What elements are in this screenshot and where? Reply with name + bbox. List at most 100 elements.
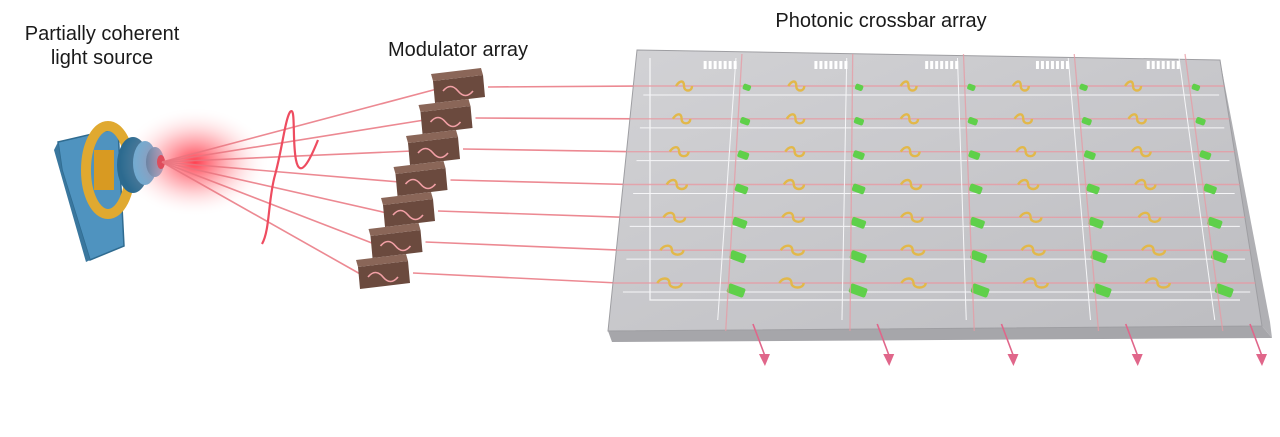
bond-pad [1065,61,1069,69]
source-plate-side [54,142,90,262]
directional-coupler [1013,113,1034,125]
crossbar-array-label: Photonic crossbar array [775,10,987,32]
directional-coupler [668,145,690,158]
modulator-body [358,261,410,289]
modulator-body [433,75,485,103]
electrode-column [841,57,848,321]
phase-shifter [854,83,864,91]
directional-coupler [1018,211,1043,224]
phase-shifter [850,216,867,229]
beam-glow [120,107,270,217]
source-tab [94,150,114,190]
modulator [356,254,410,289]
waveguide-column [849,53,854,332]
modulator-top [381,192,433,205]
modulator-top [393,161,446,174]
waveguide-column [1073,53,1100,332]
bond-pad [834,61,838,69]
directional-coupler [1134,178,1157,191]
bond-pad [1040,61,1044,69]
source-beam [161,150,413,163]
bond-pad [945,61,949,69]
phase-shifter [849,250,867,264]
bond-pad [930,61,934,69]
bond-pad [844,61,848,69]
modulator-beam [450,179,629,186]
bond-pad [1156,61,1160,69]
waveguide-column [962,53,975,332]
bond-pad [713,61,717,69]
modulator-wave-icon [367,271,399,283]
modulator-wave-icon [392,209,424,221]
phase-shifter [1210,250,1228,264]
modulator-beam [425,241,622,251]
bond-pad [1050,61,1054,69]
phase-shifter [734,183,749,195]
modulator-wave-icon [417,147,449,159]
modulator-beam [475,117,635,120]
modulator-wave-icon [429,116,462,128]
bond-pad [1171,61,1175,69]
modulator [393,161,448,196]
modulator [381,192,435,227]
modulator-wave-icon [442,85,474,97]
directional-coupler [899,178,923,191]
electrode-column [717,57,737,321]
directional-coupler [662,211,687,224]
modulator-beam [462,148,632,153]
bond-pad [733,61,737,69]
phase-shifter [970,250,988,264]
modulator-wave-icon [379,240,412,252]
bond-pad [1035,61,1039,69]
electrode-column [1067,57,1091,321]
directional-coupler [782,178,806,191]
directional-coupler [659,244,685,256]
output-beam [1000,323,1015,357]
modulator-array-label: Modulator array [387,39,529,61]
directional-coupler [779,244,805,256]
output-arrowhead [1256,354,1267,366]
output-beam [876,323,890,357]
phase-shifter [1199,150,1212,160]
bond-pad [940,61,944,69]
output-arrowhead [758,354,770,366]
bond-pad [1166,61,1170,69]
phase-shifter [1191,83,1201,91]
bond-pad [925,61,929,69]
phase-shifter [1214,283,1234,298]
phase-shifter [848,283,868,298]
bond-pad [708,61,712,69]
phase-shifter [970,283,990,298]
source-beam [161,88,438,163]
directional-coupler [671,113,692,125]
phase-shifter [1079,83,1088,91]
modulator-top [368,223,421,236]
bond-pad [824,61,828,69]
phase-shifter [853,117,865,126]
phase-shifter [1203,183,1217,195]
phase-shifter [1207,216,1223,229]
modulator-body [395,168,448,196]
output-beam [1249,323,1263,357]
modulator-body [383,199,435,227]
directional-coupler [1022,277,1049,289]
directional-coupler [900,244,926,256]
phase-shifter [1195,117,1206,126]
directional-coupler [656,277,683,289]
directional-coupler [781,211,806,224]
phase-shifter [737,150,750,160]
directional-coupler [665,178,689,191]
phase-shifter [729,250,747,264]
phase-shifter [968,183,983,195]
bond-pad [814,61,818,69]
waveguide-column [1184,53,1224,332]
directional-coupler [1144,277,1171,289]
phase-shifter [1086,183,1100,195]
directional-coupler [900,211,924,224]
bond-pad [1055,61,1059,69]
bond-pad [935,61,939,69]
modulator-array [356,68,485,289]
bond-pad [1146,61,1150,69]
directional-coupler [1137,211,1162,224]
output-arrowhead [1007,354,1019,366]
